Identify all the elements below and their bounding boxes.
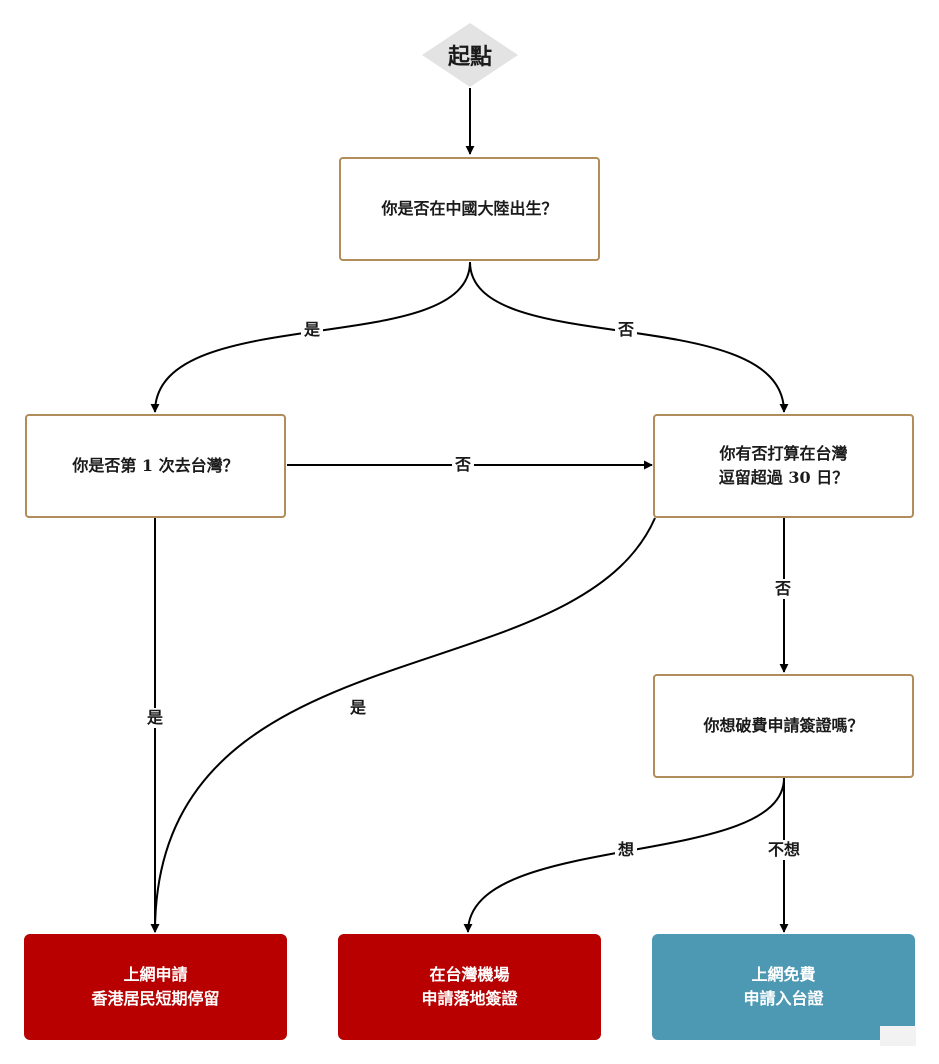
question-willing-to-pay: 你想破費申請簽證嗎？ (653, 674, 914, 778)
question-willing-to-pay-text: 你想破費申請簽證嗎？ (703, 716, 864, 735)
outcome-airport-landing-visa-text: 在台灣機場 申請落地簽證 (421, 965, 518, 1008)
edge-label-stay-no: 否 (771, 579, 795, 599)
question-born-in-mainland: 你是否在中國大陸出生？ (339, 157, 600, 261)
edge-label-pay-want: 想 (614, 840, 638, 860)
edge-label-first-visit-no: 否 (451, 455, 475, 475)
watermark-badge (880, 1026, 916, 1046)
question-stay-over-30-days: 你有否打算在台灣 逗留超過 30 日？ (653, 414, 914, 518)
edge-label-pay-dont-want: 不想 (764, 840, 804, 860)
start-diamond-shape (422, 23, 518, 87)
outcome-online-short-stay: 上網申請 香港居民短期停留 (24, 934, 287, 1040)
edge-stay-yes (150, 517, 656, 933)
question-first-visit-text: 你是否第 1 次去台灣？ (72, 456, 239, 475)
edge-label-born-yes: 是 (300, 320, 324, 340)
outcome-online-free-entry: 上網免費 申請入台證 (652, 934, 915, 1040)
start-node: 起點 (422, 23, 518, 87)
outcome-online-short-stay-text: 上網申請 香港居民短期停留 (91, 965, 220, 1008)
outcome-airport-landing-visa: 在台灣機場 申請落地簽證 (338, 934, 601, 1040)
question-born-in-mainland-text: 你是否在中國大陸出生？ (381, 199, 558, 218)
edge-label-born-no: 否 (614, 320, 638, 340)
outcome-online-free-entry-text: 上網免費 申請入台證 (743, 965, 824, 1008)
start-label: 起點 (447, 44, 492, 70)
edge-label-stay-yes: 是 (346, 698, 370, 718)
question-stay-over-30-days-text: 你有否打算在台灣 逗留超過 30 日？ (718, 444, 849, 487)
edge-label-first-visit-yes: 是 (143, 708, 167, 728)
question-first-visit: 你是否第 1 次去台灣？ (25, 414, 286, 518)
